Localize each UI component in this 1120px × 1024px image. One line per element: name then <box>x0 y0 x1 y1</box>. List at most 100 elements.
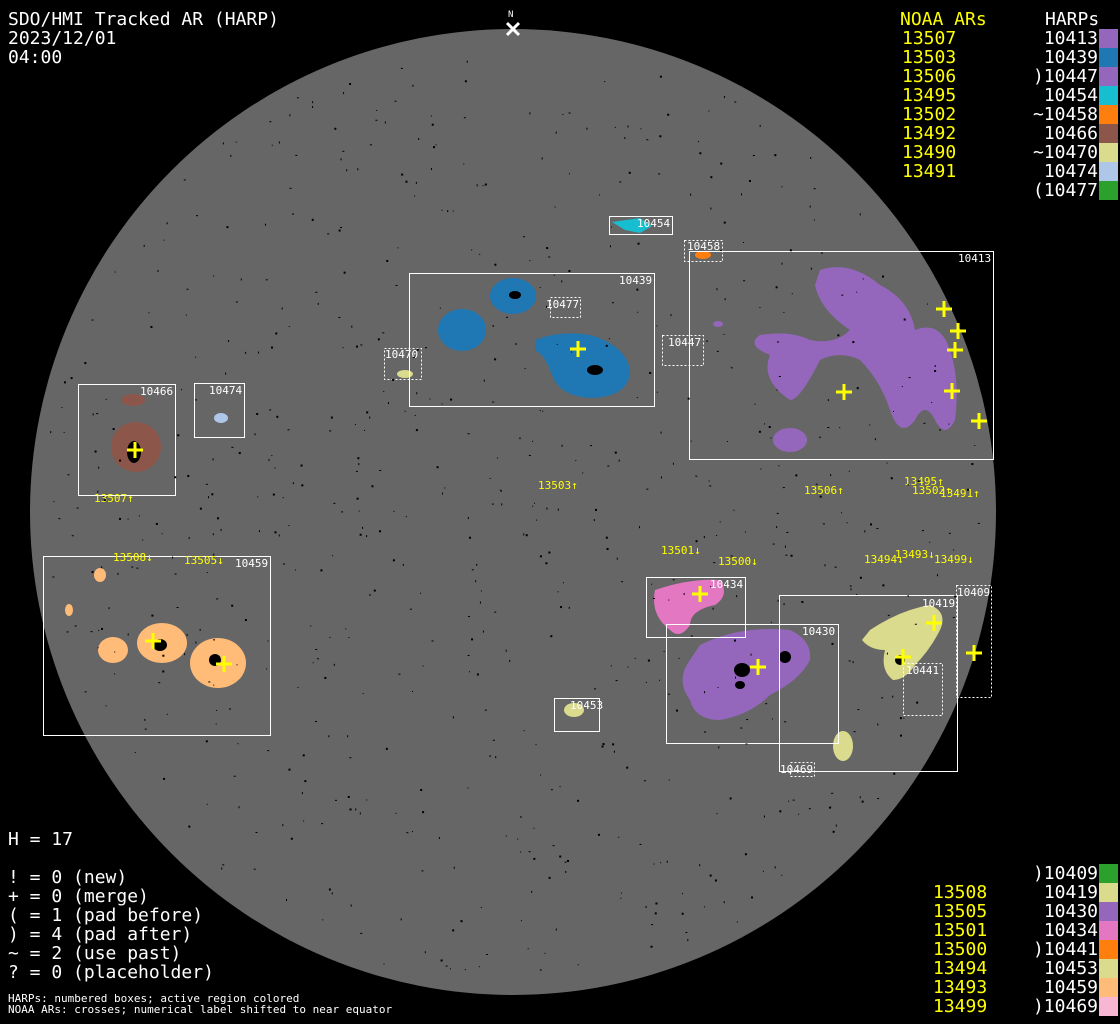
noaa-label: 13508↓ <box>113 551 153 564</box>
noaa-cross-icon <box>944 383 960 399</box>
map-title: SDO/HMI Tracked AR (HARP) <box>8 9 279 30</box>
region-10413-small <box>773 428 807 452</box>
noaa-label: 13500↓ <box>718 555 758 568</box>
harp-box-label: 10419 <box>922 597 955 610</box>
harp-box <box>779 595 958 772</box>
harp-number: 10413 <box>1043 28 1098 49</box>
north-marker-icon <box>505 21 521 37</box>
noaa-label: 13503↑ <box>538 479 578 492</box>
noaa-cross-icon <box>145 633 161 649</box>
map-time: 04:00 <box>8 47 63 68</box>
noaa-heading: NOAA ARs <box>900 9 987 30</box>
noaa-number: 13491 <box>902 161 957 182</box>
legend-row: 13502~10458 <box>900 105 1120 124</box>
noaa-number: 13490 <box>902 142 957 163</box>
noaa-cross-icon <box>947 342 963 358</box>
legend-row: 13499)10469 <box>900 997 1120 1016</box>
harp-box <box>609 216 673 235</box>
harp-box <box>689 251 994 460</box>
harp-color-swatch <box>1099 864 1118 883</box>
harp-count: H = 17 <box>8 829 74 850</box>
region-10454 <box>612 218 652 233</box>
region-10459-b <box>65 604 73 616</box>
noaa-number: 13502 <box>902 104 957 125</box>
harp-color-swatch <box>1099 105 1118 124</box>
active-regions <box>65 218 957 761</box>
harp-color-swatch <box>1099 181 1118 200</box>
noaa-number: 13501 <box>933 920 988 941</box>
harp-number: 10430 <box>1043 901 1098 922</box>
harp-box <box>409 273 655 407</box>
region-10459-c <box>98 637 128 663</box>
noaa-cross-icon <box>127 442 143 458</box>
region-10459-a <box>94 568 106 582</box>
region-10458 <box>695 251 711 259</box>
harp-color-swatch <box>1099 86 1118 105</box>
harp-box-label: 10447 <box>668 336 701 349</box>
sunspot-speckles <box>50 60 980 971</box>
noaa-cross-icon <box>936 301 952 317</box>
legend-row: (10477 <box>900 181 1120 200</box>
noaa-cross-icon <box>216 656 232 672</box>
harp-box <box>646 577 746 638</box>
noaa-number: 13492 <box>902 123 957 144</box>
harp-number: )10447 <box>1032 66 1098 87</box>
harp-color-swatch <box>1099 997 1118 1016</box>
noaa-label: 13493↓ <box>895 548 935 561</box>
harp-box-label: 10470 <box>385 348 418 361</box>
harp-number: )10441 <box>1032 939 1098 960</box>
legend-row: 13490~10470 <box>900 143 1120 162</box>
noaa-cross-icon <box>750 659 766 675</box>
harp-number: 10466 <box>1043 123 1098 144</box>
region-10439-b <box>438 309 486 351</box>
status-legend-line: ! = 0 (new) <box>8 867 128 888</box>
harp-box <box>384 348 422 380</box>
harp-color-swatch <box>1099 67 1118 86</box>
harp-box <box>956 585 992 698</box>
harp-box <box>550 297 581 318</box>
harp-number: 10419 <box>1043 882 1098 903</box>
region-10419-b <box>833 731 853 761</box>
harp-color-swatch <box>1099 883 1118 902</box>
status-legend-line: ( = 1 (pad before) <box>8 905 204 926</box>
harp-box-label: 10434 <box>710 578 743 591</box>
noaa-cross-icon <box>966 645 982 661</box>
note-noaa: NOAA ARs: crosses; numerical label shift… <box>8 1003 393 1016</box>
noaa-cross-icon <box>971 413 987 429</box>
noaa-label: 13494↓ <box>864 553 904 566</box>
harp-number: (10477 <box>1032 180 1098 201</box>
harp-number: )10469 <box>1032 996 1098 1017</box>
noaa-number: 13505 <box>933 901 988 922</box>
harp-color-swatch <box>1099 143 1118 162</box>
status-legend-line: ~ = 2 (use past) <box>8 943 182 964</box>
harp-box <box>662 335 704 366</box>
legend-row: 13505 10430 <box>900 902 1120 921</box>
legend-row: 13492 10466 <box>900 124 1120 143</box>
region-10474 <box>214 413 228 423</box>
map-date: 2023/12/01 <box>8 28 117 49</box>
harp-box-label: 10469 <box>780 763 813 776</box>
note-harps: HARPs: numbered boxes; active region col… <box>8 992 300 1005</box>
harps-heading: HARPs <box>1045 9 1100 30</box>
harp-box-label: 10458 <box>687 240 720 253</box>
harp-box <box>790 762 815 777</box>
harp-box-label: 10459 <box>235 557 268 570</box>
harp-box <box>666 624 839 744</box>
noaa-number: 13508 <box>933 882 988 903</box>
noaa-label: 13502↑ <box>912 484 952 497</box>
harp-color-swatch <box>1099 48 1118 67</box>
noaa-label: 13501↓ <box>661 544 701 557</box>
status-legend-line: ) = 4 (pad after) <box>8 924 193 945</box>
status-legend-line: ? = 0 (placeholder) <box>8 962 214 983</box>
harp-box <box>194 383 245 438</box>
harp-box-label: 10413 <box>958 252 991 265</box>
harp-box <box>78 384 176 496</box>
harp-color-swatch <box>1099 921 1118 940</box>
region-10419 <box>862 605 943 680</box>
harp-number: 10459 <box>1043 977 1098 998</box>
